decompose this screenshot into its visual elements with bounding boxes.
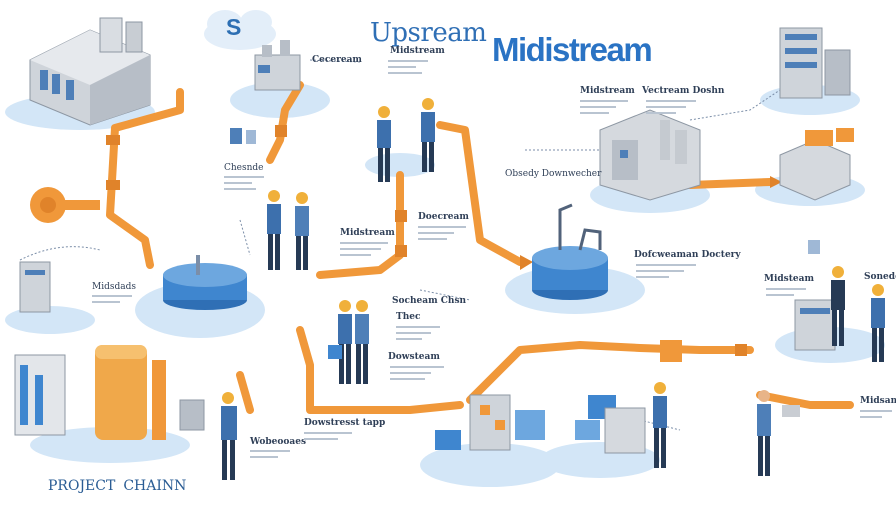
worker-bottom-left [221, 392, 237, 480]
worker-figures [221, 98, 885, 480]
label-wobeooaes: Wobeooaes [250, 437, 307, 447]
label-obsedy-downwecher: Obsedy Downwecher [505, 169, 602, 179]
label-socheam-chsn: Socheam Chsn [392, 296, 467, 306]
worker-center [328, 300, 369, 384]
note-lines [304, 432, 352, 444]
processing-plant-midstream [599, 109, 701, 201]
processing-unit-top-center [230, 40, 301, 144]
worker-right [831, 266, 885, 362]
pump-valve-left [19, 187, 100, 313]
control-panel-right [660, 240, 836, 362]
label-midsam: Midsam [860, 396, 896, 406]
note-lines [860, 410, 892, 422]
note-lines [92, 295, 132, 307]
storage-unit-right [779, 128, 854, 201]
pipe-joints [106, 125, 747, 356]
note-lines [396, 326, 440, 344]
factory-building-top-right [779, 27, 851, 99]
label-vectream-doshn: Vectream Doshn [642, 86, 725, 96]
note-lines [224, 176, 264, 194]
note-lines [580, 100, 628, 118]
storage-tank-right [532, 203, 608, 300]
logo-letter: S [226, 14, 242, 40]
storage-tank-center [163, 255, 247, 310]
brand-part-2: CHAINN [123, 478, 187, 494]
midstream-title: Midistream [492, 31, 653, 68]
note-lines [766, 288, 806, 300]
label-midstream-mid: Midstream [340, 228, 395, 238]
label-doecream: Doecream [418, 212, 469, 222]
note-lines [250, 450, 290, 462]
label-midstream-small: Midstream [390, 46, 445, 56]
warehouse-pallets-bottom [435, 394, 646, 454]
brand-logo: PROJECT CHAINN [48, 478, 194, 494]
label-thec: Thec [396, 312, 421, 322]
arrow-right-icon [770, 176, 782, 188]
upstream-title: Upsream [370, 18, 487, 48]
arrow-right-icon [520, 255, 533, 270]
refinery-bottom-left [14, 345, 205, 440]
cloud-icon [204, 10, 276, 50]
label-sonedens: Sonedens [864, 272, 896, 282]
factory-building-top-left [29, 17, 151, 126]
note-lines [340, 242, 388, 260]
label-ceeceream: Ceceream [312, 55, 362, 65]
label-dofcweaman-dooteny: Dofcweaman Doctery [634, 250, 741, 260]
note-lines [388, 60, 428, 78]
worker-upstream [377, 98, 435, 182]
label-midsdads: Midsdads [92, 282, 136, 292]
label-midsteam: Midsteam [764, 274, 814, 284]
note-lines [646, 100, 696, 118]
label-midstream-top: Midstream [580, 86, 635, 96]
label-chesnde: Chesnde [224, 163, 264, 173]
orange-pipelines [106, 81, 854, 414]
worker-center-left [267, 190, 309, 270]
note-lines [418, 226, 466, 244]
note-lines [636, 264, 696, 282]
worker-bottom-right [653, 382, 800, 476]
label-dowsteam: Dowsteam [388, 352, 440, 362]
note-lines [390, 366, 444, 384]
label-dowstresst-tapp: Dowstresst tapp [304, 418, 386, 428]
brand-part-1: PROJECT [48, 478, 116, 494]
